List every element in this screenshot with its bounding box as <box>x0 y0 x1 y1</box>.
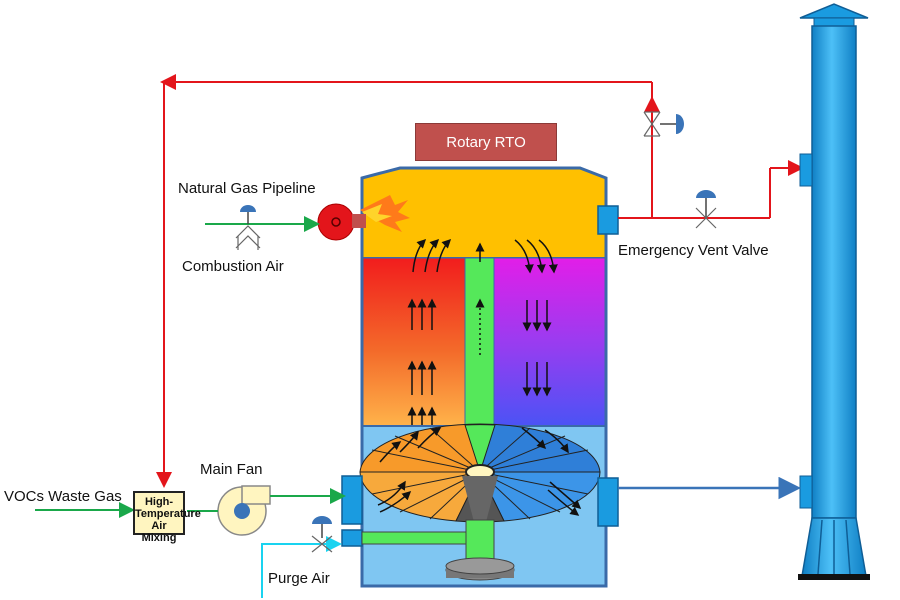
combustion-air-line <box>205 205 320 250</box>
vocs-waste-gas-label: VOCs Waste Gas <box>4 488 122 505</box>
vocs-inlet-line <box>35 502 218 518</box>
burner <box>317 195 410 241</box>
emergency-vent-valve <box>695 190 717 229</box>
exhaust-stack <box>798 3 870 580</box>
combustion-air-label: Combustion Air <box>182 258 284 275</box>
purge-air-label: Purge Air <box>268 570 330 587</box>
rotary-valve-disc <box>359 423 601 581</box>
main-fan-label: Main Fan <box>200 461 263 478</box>
emergency-vent-valve-label: Emergency Vent Valve <box>618 242 769 259</box>
diagram-title: Rotary RTO <box>415 123 557 161</box>
ceramic-bed-cooling <box>493 257 607 427</box>
natural-gas-pipeline-label: Natural Gas Pipeline <box>178 180 316 197</box>
return-loop-valve <box>643 111 684 137</box>
clean-gas-outlet <box>597 476 801 527</box>
purge-air-line <box>261 516 342 598</box>
main-fan <box>217 485 346 536</box>
hot-gas-loop <box>156 74 804 488</box>
ceramic-bed-heating <box>361 257 466 427</box>
air-mixing-box: High-Temperature Air Mixing <box>133 491 201 544</box>
inlet-flanges <box>341 475 467 547</box>
purge-duct <box>464 257 495 427</box>
